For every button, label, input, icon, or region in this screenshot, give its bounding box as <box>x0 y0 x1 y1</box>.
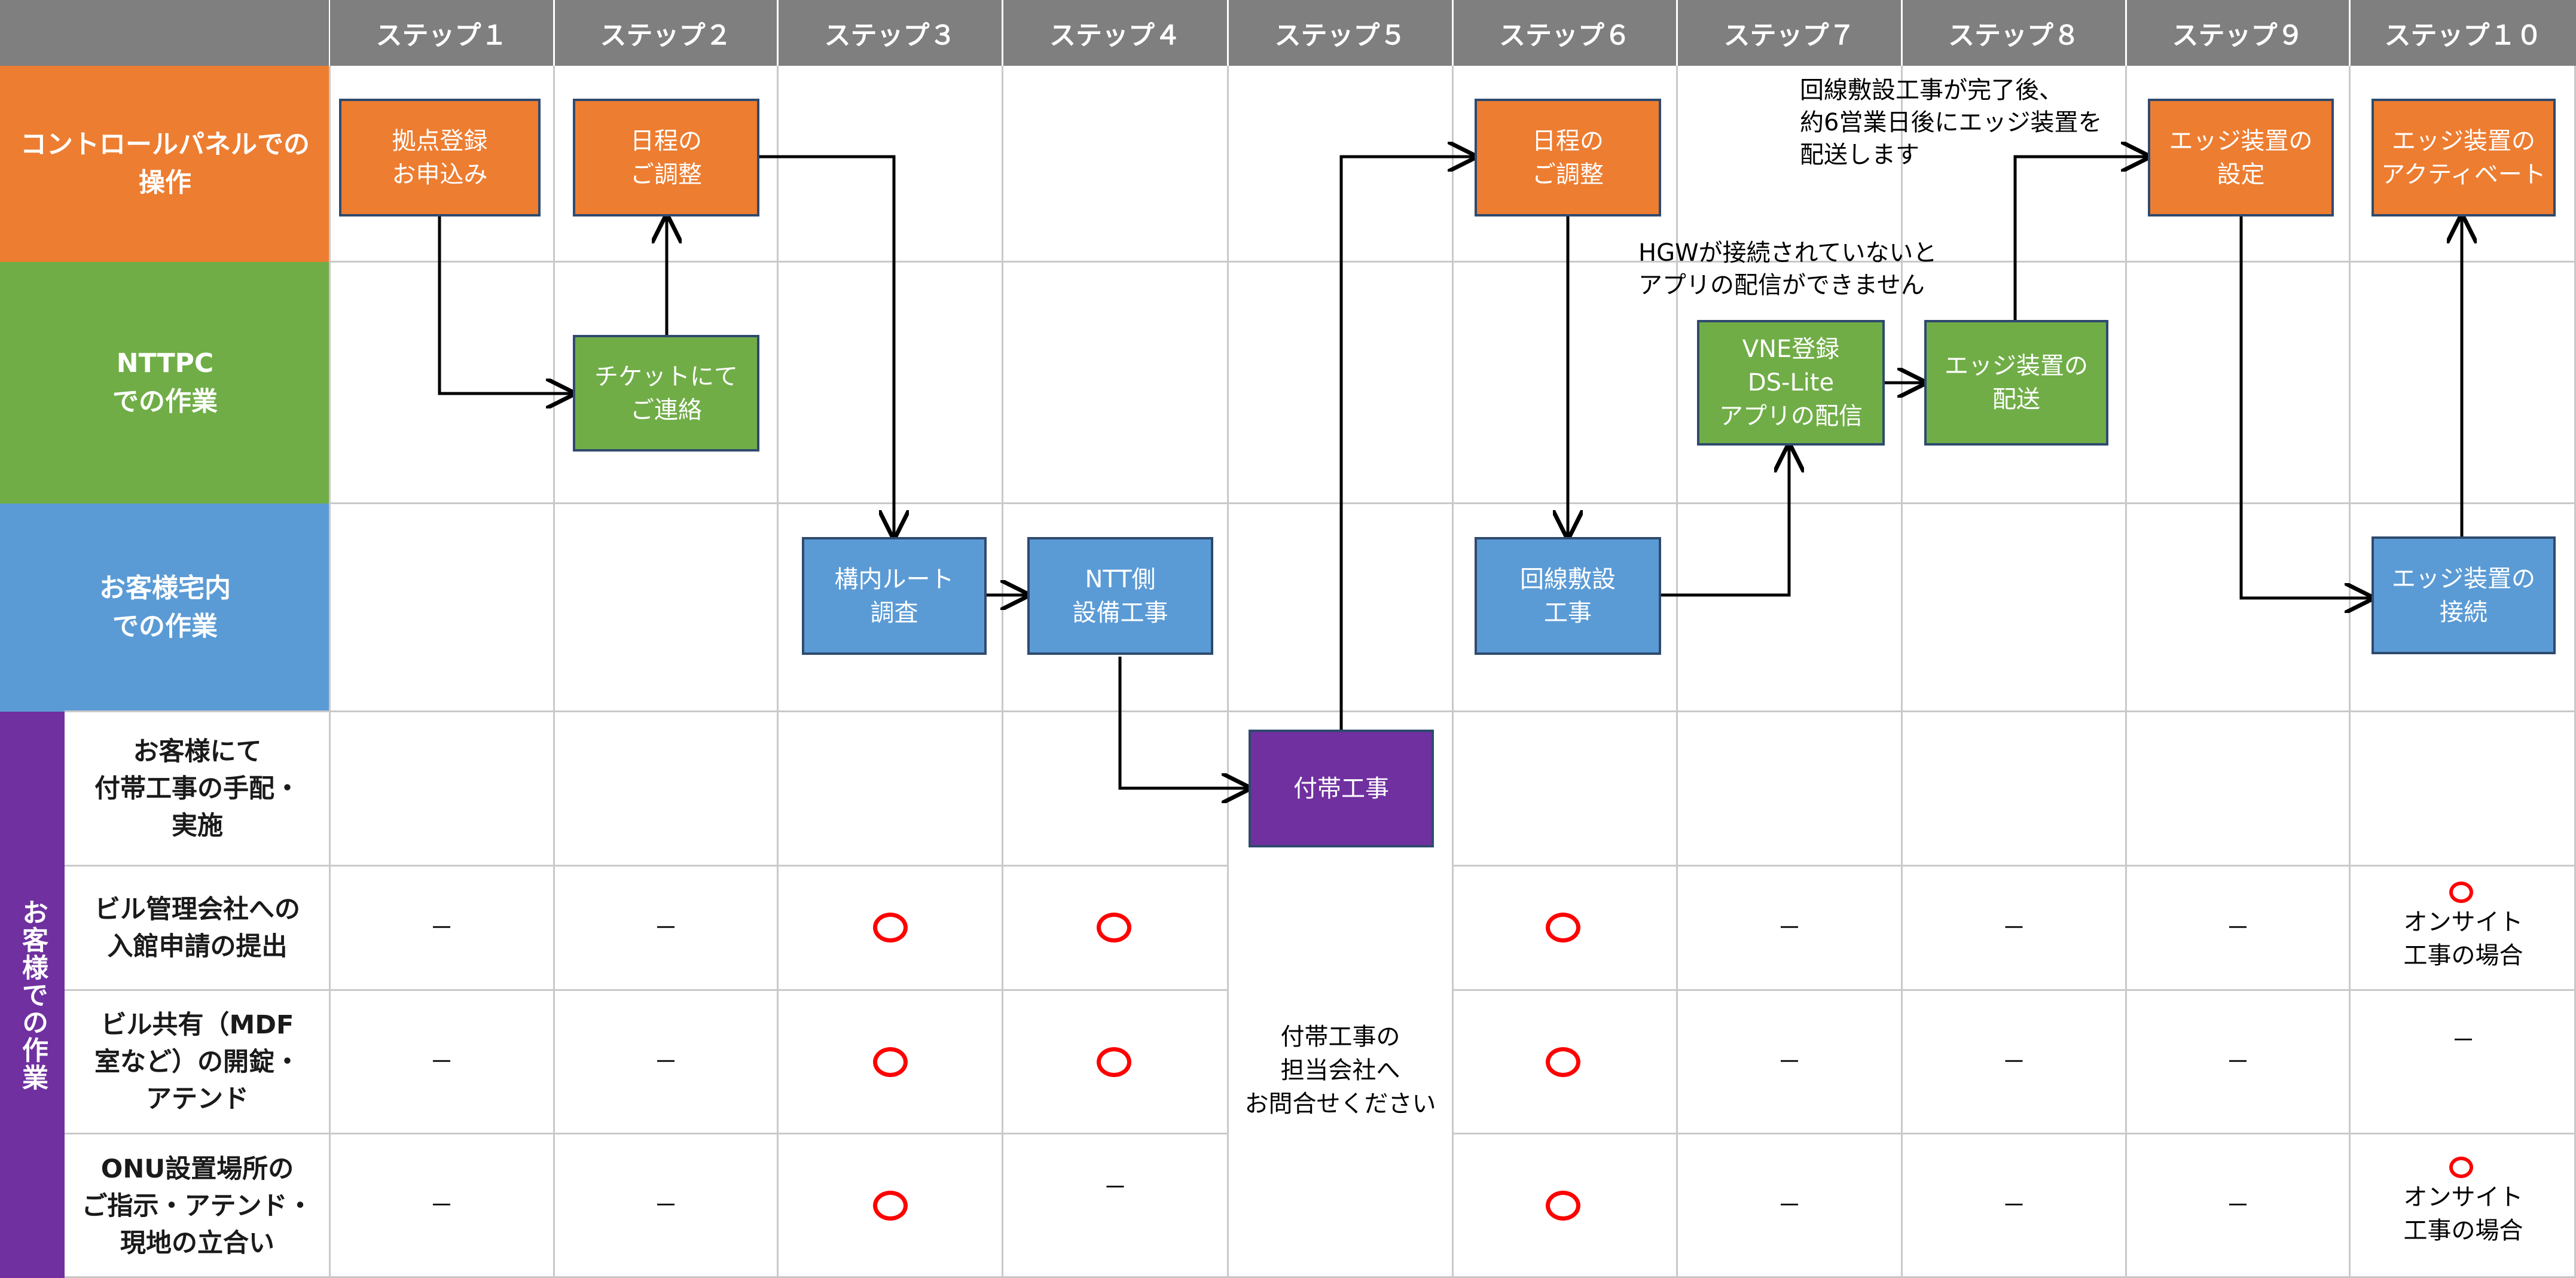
grid-line <box>2574 66 2576 1278</box>
arrow-schedule-to-survey <box>759 155 894 537</box>
arrow-apply-to-ticket <box>438 214 573 394</box>
grid-line <box>1452 66 1454 1278</box>
arrow-ship-to-setup <box>2013 157 2148 320</box>
row-label-nttpc: NTTPC での作業 <box>0 262 330 504</box>
grid-line <box>329 66 331 1278</box>
note-shipping: 回線敷設工事が完了後、 約6営業日後にエッジ装置を 配送します <box>1800 77 2102 169</box>
circle-mark <box>1097 1047 1131 1077</box>
dash-mark: － <box>429 914 454 942</box>
dash-mark: － <box>2002 1048 2026 1076</box>
grid-line <box>65 710 330 712</box>
box-schedule-step6: 日程の ご調整 <box>1475 99 1661 216</box>
dash-mark: － <box>1777 1048 1802 1076</box>
dash-mark: － <box>2226 914 2250 942</box>
dash-mark: － <box>654 914 678 942</box>
circle-mark <box>1546 1047 1580 1077</box>
dash-mark: － <box>429 1192 454 1219</box>
circle-mark <box>2449 882 2473 903</box>
box-apply: 拠点登録 お申込み <box>339 99 541 216</box>
step-header-8: ステップ８ <box>1903 0 2125 66</box>
step-header-6: ステップ６ <box>1454 0 1676 66</box>
row-label-control-panel: コントロールパネルでの 操作 <box>0 66 330 262</box>
dash-mark: － <box>2002 1192 2026 1219</box>
box-edge-activate: エッジ装置の アクティベート <box>2371 99 2556 216</box>
box-edge-connect: エッジ装置の 接続 <box>2371 536 2556 654</box>
circle-mark <box>2449 1157 2473 1178</box>
step-header-9: ステップ９ <box>2127 0 2349 66</box>
step-header-3: ステップ３ <box>779 0 1002 66</box>
grid-line <box>65 1133 1227 1134</box>
sub-row-label-onu-location: ONU設置場所の ご指示・アテンド・ 現地の立合い <box>81 1154 313 1258</box>
grid-line <box>1002 66 1003 1278</box>
aux-contact-text: 付帯工事の 担当会社へ お問合せください <box>1244 1023 1436 1118</box>
dash-mark: － <box>2002 914 2026 942</box>
circle-mark <box>1546 913 1580 943</box>
arrow-ntt-to-aux <box>1118 657 1249 788</box>
box-ntt-construction: NTT側 設備工事 <box>1027 537 1213 655</box>
box-edge-shipping: エッジ装置の 配送 <box>1924 320 2108 446</box>
step-header-4: ステップ４ <box>1003 0 1227 66</box>
box-ticket-contact: チケットにて ご連絡 <box>573 335 759 452</box>
grid-line <box>1452 865 2576 867</box>
dash-mark: － <box>654 1192 678 1219</box>
grid-line <box>65 1276 2576 1278</box>
row-label-customer-work: お客様での作業 <box>0 712 65 1278</box>
circle-mark <box>873 913 908 943</box>
dash-mark: － <box>1777 914 1802 942</box>
grid-line <box>330 502 2576 504</box>
circle-mark <box>873 1047 908 1077</box>
grid-line <box>2125 66 2127 1278</box>
grid-line <box>1452 1133 2576 1134</box>
dash-mark: － <box>654 1048 678 1076</box>
grid-line <box>1227 66 1229 1278</box>
dash-mark: － <box>2451 1027 2476 1054</box>
box-vne-registration: VNE登録 DS-Lite アプリの配信 <box>1697 320 1885 446</box>
box-route-survey: 構内ルート 調査 <box>802 537 987 655</box>
circle-mark <box>1097 913 1131 943</box>
step-header-10: ステップ１０ <box>2351 0 2576 66</box>
step-header-1: ステップ１ <box>330 0 553 66</box>
step-header-5: ステップ５ <box>1229 0 1452 66</box>
onsite-case-text: オンサイト 工事の場合 <box>2403 1184 2523 1245</box>
arrow-setup-to-connect <box>2239 216 2371 598</box>
grid-line <box>330 710 2576 712</box>
box-schedule-step2: 日程の ご調整 <box>573 99 759 216</box>
grid-line <box>777 66 779 1278</box>
grid-line <box>330 261 2576 263</box>
box-line-installation: 回線敷設 工事 <box>1475 537 1661 655</box>
grid-line <box>65 989 1227 991</box>
grid-line <box>65 865 1227 867</box>
row-label-customer-site: お客様宅内 での作業 <box>0 504 330 712</box>
grid-line <box>1452 989 2576 991</box>
dash-mark: － <box>2226 1048 2250 1076</box>
note-hgw: HGWが接続されていないと アプリの配信ができません <box>1638 239 1937 299</box>
box-aux-construction: 付帯工事 <box>1249 730 1434 847</box>
grid-line <box>553 66 555 1278</box>
step-header-2: ステップ２ <box>555 0 777 66</box>
dash-mark: － <box>1103 1174 1127 1201</box>
grid-line <box>1676 66 1678 1278</box>
arrow-aux-to-schedule <box>1339 157 1475 730</box>
sub-row-label-entry-application: ビル管理会社への 入館申請の提出 <box>94 895 300 962</box>
dash-mark: － <box>429 1048 454 1076</box>
sub-row-label-mdf-unlock: ビル共有（MDF 室など）の開錠・ アテンド <box>94 1010 300 1114</box>
sub-row-label-aux-arrangement: お客様にて 付帯工事の手配・ 実施 <box>94 737 300 841</box>
dash-mark: － <box>1777 1192 1802 1219</box>
box-edge-setup: エッジ装置の 設定 <box>2148 99 2334 216</box>
grid-line <box>2349 66 2351 1278</box>
onsite-case-text: オンサイト 工事の場合 <box>2403 908 2523 969</box>
dash-mark: － <box>2226 1192 2250 1219</box>
grid-line <box>1901 66 1903 1278</box>
circle-mark <box>873 1191 908 1221</box>
arrow-line-to-vne <box>1661 446 1789 597</box>
header-corner <box>0 0 329 66</box>
circle-mark <box>1546 1191 1580 1221</box>
step-header-7: ステップ７ <box>1678 0 1901 66</box>
